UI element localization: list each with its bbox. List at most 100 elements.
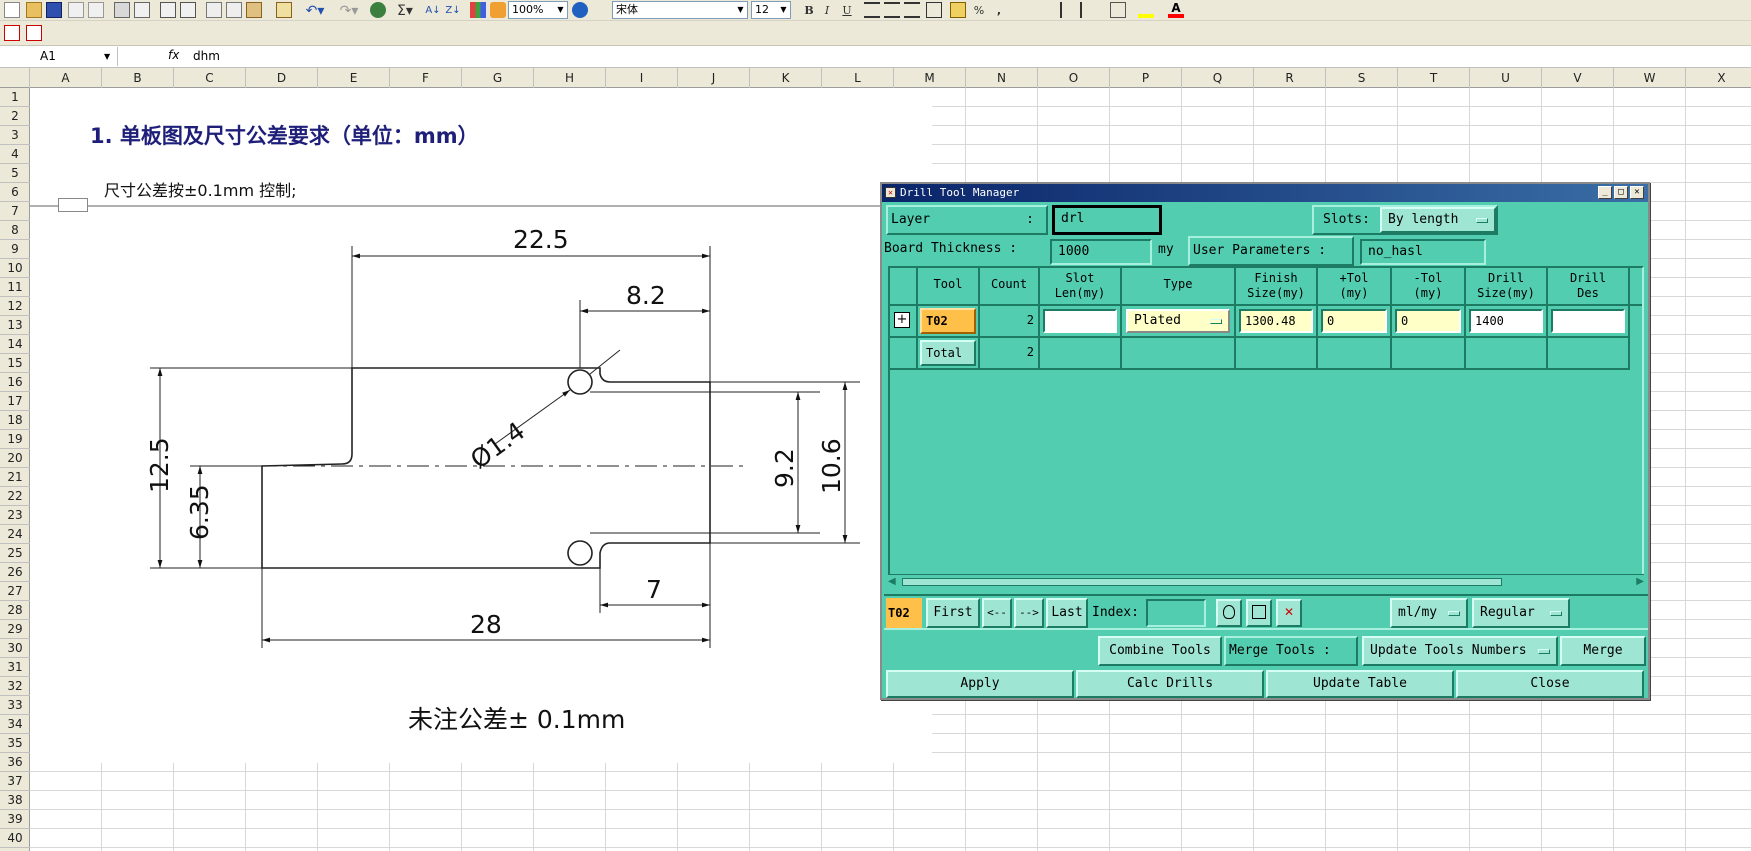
print-icon[interactable] [114, 2, 130, 18]
update-table-button[interactable]: Update Table [1266, 670, 1454, 698]
comment-marker[interactable] [58, 198, 88, 212]
paste-icon[interactable] [246, 2, 262, 18]
column-header[interactable]: V [1542, 68, 1614, 88]
apply-button[interactable]: Apply [886, 670, 1074, 698]
minimize-icon[interactable]: _ [1598, 186, 1612, 199]
pdf-convert-icon[interactable] [4, 25, 20, 41]
currency-icon[interactable] [950, 2, 966, 18]
merge-center-icon[interactable] [926, 2, 942, 18]
last-button[interactable]: Last [1046, 598, 1088, 628]
index-input[interactable] [1146, 599, 1206, 627]
row-header[interactable]: 14 [0, 335, 30, 354]
units-select[interactable]: ml/my [1390, 598, 1468, 628]
row-header[interactable]: 1 [0, 88, 30, 107]
row-header[interactable]: 2 [0, 107, 30, 126]
scroll-left-icon[interactable]: ◀ [888, 576, 896, 587]
row-header[interactable]: 12 [0, 297, 30, 316]
row-header[interactable]: 17 [0, 392, 30, 411]
new-icon[interactable] [4, 2, 20, 18]
decrease-indent-icon[interactable] [1060, 2, 1076, 18]
pdf-email-icon[interactable] [26, 25, 42, 41]
row-header[interactable]: 11 [0, 278, 30, 297]
slot-len-cell[interactable] [1040, 306, 1122, 338]
row-header[interactable]: 38 [0, 791, 30, 810]
row-header[interactable]: 5 [0, 164, 30, 183]
row-header[interactable]: 18 [0, 411, 30, 430]
row-header[interactable]: 27 [0, 582, 30, 601]
row-header[interactable]: 37 [0, 772, 30, 791]
row-header[interactable]: 13 [0, 316, 30, 335]
row-header[interactable]: 30 [0, 639, 30, 658]
drill-des-input[interactable] [1551, 309, 1625, 333]
row-header[interactable]: 24 [0, 525, 30, 544]
column-header[interactable]: Q [1182, 68, 1254, 88]
align-right-icon[interactable] [904, 2, 920, 18]
row-header[interactable]: 23 [0, 506, 30, 525]
user-parameters-input[interactable]: no_hasl [1360, 239, 1486, 265]
row-header[interactable]: 3 [0, 126, 30, 145]
column-header[interactable]: S [1326, 68, 1398, 88]
finish-size-input[interactable]: 1300.48 [1239, 309, 1313, 333]
font-name-select[interactable]: 宋体▼ [612, 1, 748, 19]
calc-drills-button[interactable]: Calc Drills [1076, 670, 1264, 698]
row-select-cell[interactable]: + [890, 306, 918, 338]
chart-wizard-icon[interactable] [470, 2, 486, 18]
column-header[interactable]: L [822, 68, 894, 88]
row-header[interactable]: 36 [0, 753, 30, 772]
maximize-icon[interactable]: □ [1614, 186, 1628, 199]
percent-button[interactable]: % [973, 4, 985, 17]
row-header[interactable]: 40 [0, 829, 30, 848]
horizontal-scrollbar[interactable]: ◀ ▶ [888, 574, 1644, 588]
row-header[interactable]: 29 [0, 620, 30, 639]
minus-tol-input[interactable]: 0 [1395, 309, 1461, 333]
drill-size-input[interactable]: 1400 [1469, 309, 1543, 333]
row-header[interactable]: 6 [0, 183, 30, 202]
minus-tol-cell[interactable]: 0 [1392, 306, 1466, 338]
decrease-decimal-icon[interactable] [1032, 2, 1048, 18]
slot-len-input[interactable] [1043, 309, 1117, 333]
next-button[interactable]: --> [1014, 598, 1044, 628]
column-header[interactable]: N [966, 68, 1038, 88]
spelling-icon[interactable] [160, 2, 176, 18]
edit-icon[interactable] [1246, 599, 1272, 627]
layer-input[interactable]: drl [1052, 205, 1162, 235]
font-color-icon[interactable]: A [1168, 2, 1184, 18]
select-all-corner[interactable] [0, 68, 30, 88]
drill-des-cell[interactable] [1548, 306, 1630, 338]
borders-icon[interactable] [1110, 2, 1126, 18]
help-icon[interactable] [572, 2, 588, 18]
fx-icon[interactable]: fx [168, 48, 180, 62]
column-header[interactable]: D [246, 68, 318, 88]
column-header[interactable]: B [102, 68, 174, 88]
column-header[interactable]: X [1686, 68, 1751, 88]
drill-size-cell[interactable]: 1400 [1466, 306, 1548, 338]
font-size-select[interactable]: 12▼ [751, 1, 791, 19]
permission-icon[interactable] [68, 2, 84, 18]
prev-button[interactable]: <-- [982, 598, 1012, 628]
row-header[interactable]: 20 [0, 449, 30, 468]
column-header[interactable]: A [30, 68, 102, 88]
open-icon[interactable] [26, 2, 42, 18]
row-header[interactable]: 22 [0, 487, 30, 506]
column-header[interactable]: C [174, 68, 246, 88]
row-header[interactable]: 8 [0, 221, 30, 240]
fill-color-icon[interactable] [1138, 2, 1154, 18]
comma-button[interactable]: , [996, 4, 1002, 17]
finish-size-cell[interactable]: 1300.48 [1236, 306, 1318, 338]
drawing-icon[interactable] [490, 2, 506, 18]
sort-ascending-icon[interactable]: A↓ [425, 5, 441, 16]
row-header[interactable]: 4 [0, 145, 30, 164]
row-header[interactable]: 39 [0, 810, 30, 829]
research-icon[interactable] [180, 2, 196, 18]
sort-descending-icon[interactable]: Z↓ [445, 5, 461, 16]
column-header[interactable]: G [462, 68, 534, 88]
window-menu-icon[interactable]: ✕ [885, 187, 896, 198]
align-left-icon[interactable] [864, 2, 880, 18]
row-header[interactable]: 33 [0, 696, 30, 715]
tool-button[interactable]: T02 [920, 308, 976, 334]
row-header[interactable]: 19 [0, 430, 30, 449]
column-header[interactable]: U [1470, 68, 1542, 88]
mode-select[interactable]: Regular [1472, 598, 1570, 628]
column-header[interactable]: W [1614, 68, 1686, 88]
cut-icon[interactable] [206, 2, 222, 18]
